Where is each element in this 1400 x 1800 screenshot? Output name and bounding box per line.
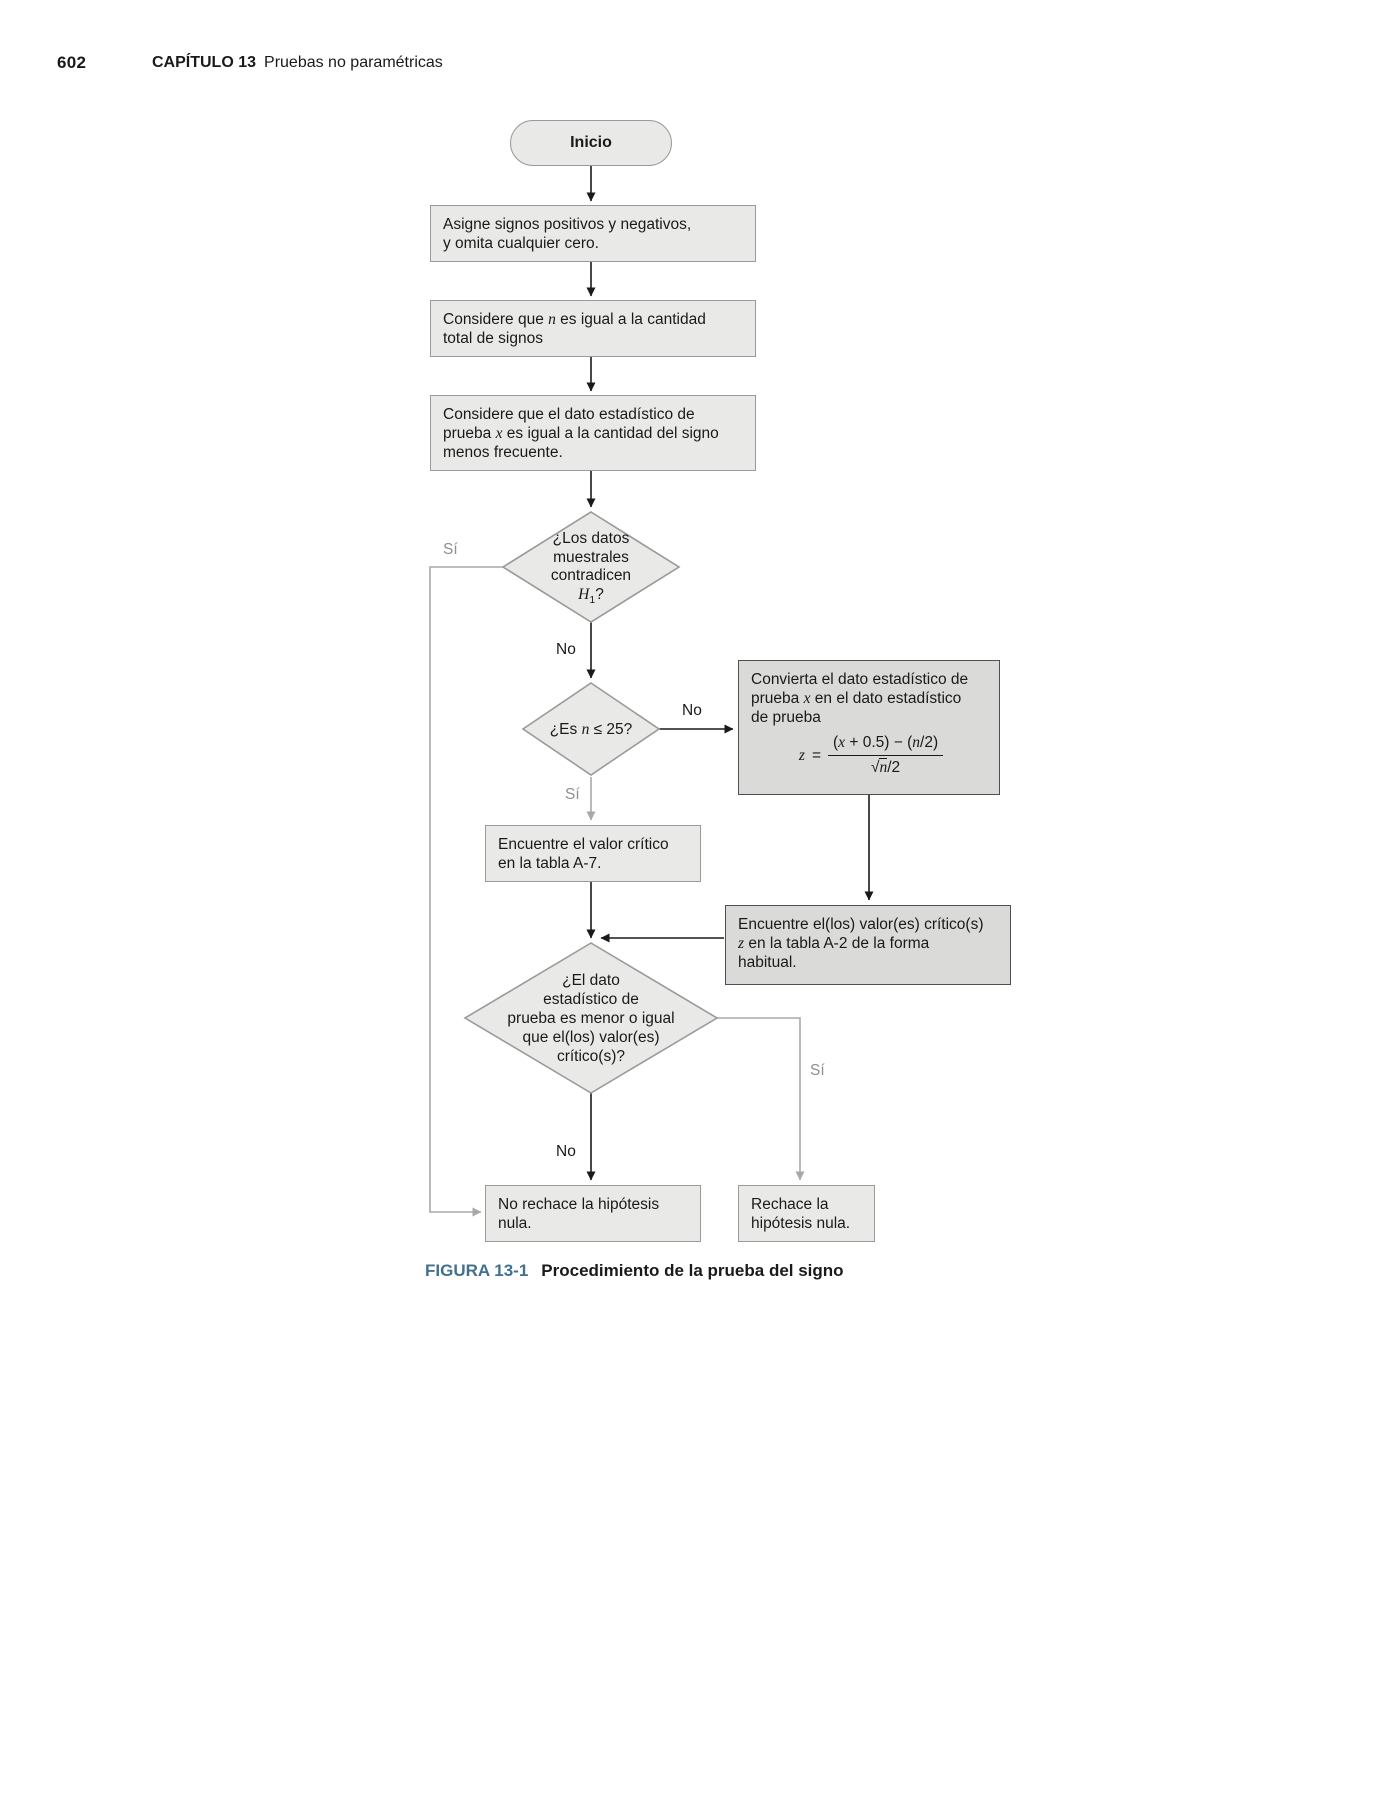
- process-text-line: Encuentre el valor crítico: [498, 836, 669, 853]
- process-text-line: total de signos: [443, 330, 543, 347]
- connector-yes-to-reject: [717, 1017, 805, 1181]
- chapter-title: Pruebas no paramétricas: [264, 54, 443, 71]
- chapter-label: CAPÍTULO 13: [152, 54, 257, 71]
- process-text-line: menos frecuente.: [443, 444, 563, 461]
- process-text-line: z en la tabla A-2 de la forma: [738, 935, 930, 952]
- branch-label-no: No: [682, 702, 702, 719]
- connector-yes-bypass: [429, 566, 503, 1217]
- process-text-line: y omita cualquier cero.: [443, 235, 599, 252]
- decision-contradict-h1-shape: [501, 511, 681, 623]
- process-no-reject-null: No rechace la hipótesis nula.: [485, 1185, 701, 1242]
- branch-label-no: No: [556, 641, 576, 658]
- figure-title: Procedimiento de la prueba del signo: [541, 1261, 844, 1280]
- figure-caption: FIGURA 13-1 Procedimiento de la prueba de…: [425, 1261, 844, 1281]
- branch-label-yes: Sí: [443, 541, 458, 558]
- var-x: x: [495, 425, 503, 442]
- chapter-heading: CAPÍTULO 13 Pruebas no paramétricas: [152, 54, 443, 72]
- process-text-line: No rechace la hipótesis: [498, 1196, 660, 1213]
- process-text-line: Considere que n es igual a la cantidad: [443, 311, 706, 328]
- branch-label-yes: Sí: [810, 1062, 825, 1079]
- process-text-line: prueba x en el dato estadístico: [751, 690, 962, 707]
- connectors-gray: [429, 566, 805, 1217]
- sqrt-symbol: √: [870, 759, 880, 776]
- process-test-statistic: Considere que el dato estadístico de pru…: [430, 395, 756, 471]
- process-text-line: Asigne signos positivos y negativos,: [443, 216, 692, 233]
- equals-sign: =: [811, 747, 821, 764]
- branch-label-yes: Sí: [565, 786, 580, 803]
- process-convert-z: Convierta el dato estadístico de prueba …: [738, 660, 1000, 795]
- decision-contradict-h1-text: ¿Los datos muestrales contradicen H1?: [550, 530, 632, 606]
- process-total-signs: Considere que n es igual a la cantidad t…: [430, 300, 756, 357]
- page-number: 602: [57, 53, 87, 72]
- branch-label-no: No: [556, 1143, 576, 1160]
- decision-n-le-25-shape: [521, 682, 661, 776]
- var-x: x: [803, 690, 811, 707]
- process-text-line: hipótesis nula.: [751, 1215, 851, 1232]
- start-terminal: Inicio: [510, 120, 672, 166]
- process-text-line: Considere que el dato estadístico de: [443, 406, 695, 423]
- process-reject-null: Rechace la hipótesis nula.: [738, 1185, 875, 1242]
- connectors-black: [586, 166, 874, 1181]
- figure-label: FIGURA 13-1: [425, 1261, 529, 1280]
- var-h1: H: [578, 585, 590, 603]
- process-text-line: de prueba: [751, 709, 821, 726]
- var-z: z: [738, 935, 745, 952]
- process-critical-a2: Encuentre el(los) valor(es) crítico(s) z…: [725, 905, 1011, 985]
- decision-compare-critical-text: ¿El dato estadístico de prueba es menor …: [507, 972, 675, 1065]
- decision-shapes: [463, 511, 719, 1094]
- process-text-line: Encuentre el(los) valor(es) crítico(s): [738, 916, 984, 933]
- process-text-line: Rechace la: [751, 1196, 829, 1213]
- decision-n-le-25-text: ¿Es n ≤ 25?: [549, 721, 633, 738]
- process-text-line: prueba x es igual a la cantidad del sign…: [443, 425, 719, 442]
- z-formula: z = (x + 0.5) − (n/2) √n/2: [751, 734, 991, 777]
- process-text-line: habitual.: [738, 954, 797, 971]
- var-n: n: [548, 311, 556, 328]
- process-text-line: Convierta el dato estadístico de: [751, 671, 969, 688]
- process-text-line: nula.: [498, 1215, 532, 1232]
- start-label: Inicio: [570, 134, 612, 151]
- process-critical-a7: Encuentre el valor crítico en la tabla A…: [485, 825, 701, 882]
- process-assign-signs: Asigne signos positivos y negativos, y o…: [430, 205, 756, 262]
- var-n: n: [581, 721, 590, 738]
- decision-compare-critical-shape: [463, 942, 719, 1094]
- fraction: (x + 0.5) − (n/2) √n/2: [828, 734, 944, 777]
- process-text-line: en la tabla A-7.: [498, 855, 602, 872]
- var-z: z: [798, 747, 805, 764]
